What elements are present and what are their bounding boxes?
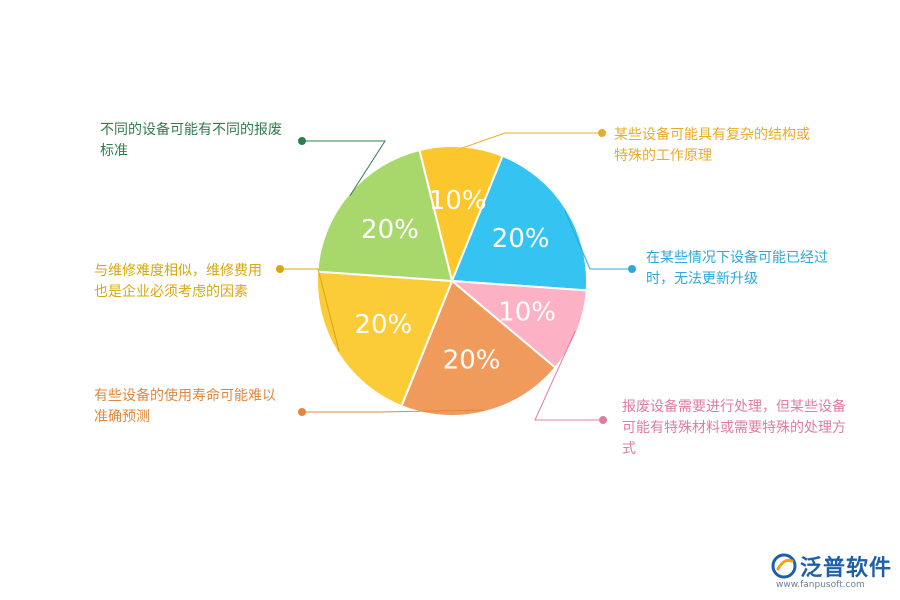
slice-label-1: 20% bbox=[492, 224, 550, 254]
leader-line-1 bbox=[564, 210, 632, 270]
brand-logo: 泛普软件 www.fanpusoft.com bbox=[770, 550, 895, 595]
slice-labels: 10%20%10%20%20%20% bbox=[354, 186, 556, 375]
slice-label-4: 20% bbox=[354, 310, 412, 340]
pie-slice-1 bbox=[450, 154, 588, 292]
brand-url: www.fanpusoft.com bbox=[776, 580, 865, 590]
brand-name: 泛普软件 bbox=[800, 556, 893, 581]
leader-line-5 bbox=[302, 140, 386, 196]
leader-line-4 bbox=[280, 268, 340, 352]
callout-maintenance-cost: 与维修难度相似，维修费用也是企业必须考虑的因素 bbox=[94, 263, 262, 300]
slice-label-3: 20% bbox=[443, 346, 501, 376]
pie-slices bbox=[316, 145, 588, 417]
callout-special-disposal: 报废设备需要进行处理，但某些设备可能有特殊材料或需要特殊的处理方式 bbox=[622, 399, 846, 457]
pie-slice-0 bbox=[418, 145, 504, 285]
slice-label-2: 10% bbox=[498, 297, 556, 327]
pie-slice-2 bbox=[448, 279, 588, 370]
callout-complex-structure: 某些设备可能具有复杂的结构或特殊的工作原理 bbox=[614, 127, 810, 164]
leader-dot-3 bbox=[298, 408, 306, 416]
leader-line-3 bbox=[302, 409, 485, 413]
leader-dot-1 bbox=[628, 265, 636, 273]
leader-dot-4 bbox=[276, 265, 284, 273]
brand-logo-icon bbox=[771, 553, 797, 579]
slice-label-0: 10% bbox=[429, 186, 487, 216]
leader-dot-5 bbox=[298, 137, 306, 145]
pie-slice-4 bbox=[316, 270, 454, 408]
callout-outdated: 在某些情况下设备可能已经过时，无法更新升级 bbox=[646, 250, 828, 287]
leader-dot-2 bbox=[599, 416, 607, 424]
pie-slice-5 bbox=[316, 148, 454, 283]
leader-lines bbox=[276, 129, 636, 424]
leader-line-2 bbox=[534, 330, 603, 421]
leader-line-0 bbox=[461, 132, 602, 149]
callout-scrap-standards: 不同的设备可能有不同的报废标准 bbox=[100, 122, 282, 159]
callout-lifespan: 有些设备的使用寿命可能难以准确预测 bbox=[94, 388, 276, 425]
slice-label-5: 20% bbox=[361, 215, 419, 245]
leader-dot-0 bbox=[598, 129, 606, 137]
